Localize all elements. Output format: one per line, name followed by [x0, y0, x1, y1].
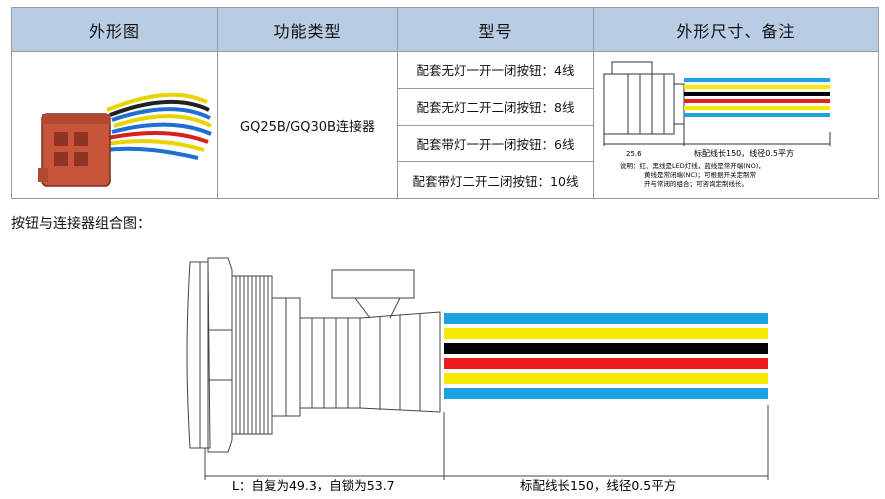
- model-10-wire: 配套带灯二开二闭按钮：10线: [397, 161, 594, 199]
- table-row: 配套无灯二开二闭按钮：8线: [12, 87, 879, 126]
- connector-photo: [38, 92, 212, 187]
- function-type-cell: GQ25B/GQ30B连接器: [217, 51, 398, 199]
- model-8-wire: 配套无灯二开二闭按钮：8线: [397, 87, 594, 126]
- combo-caption: 按钮与连接器组合图：: [11, 216, 151, 232]
- note-line-2: 黄线是常闭端(NC)；可根据开关定制常: [644, 170, 756, 179]
- note-line-3: 开与常闭的组合；可咨询定制线长。: [644, 179, 748, 188]
- connector-dimension-drawing: 25.6 标配线长150，线径0.5平方 说明：红、黑线是LED灯线，蓝线是常开…: [603, 61, 831, 188]
- dimension-width-label: 25.6: [626, 150, 642, 158]
- note-line-1: 说明：红、黑线是LED灯线，蓝线是常开端(NO)，: [620, 161, 765, 170]
- spec-table: 外形图 功能类型 型号 外形尺寸、备注: [11, 7, 879, 199]
- table-header-row: 外形图 功能类型 型号 外形尺寸、备注: [11, 7, 879, 52]
- model-6-wire: 配套带灯一开一闭按钮：6线: [397, 124, 594, 163]
- table-row: GQ25B/GQ30B连接器 配套无灯一开一闭按钮：4线: [11, 51, 879, 199]
- connector-photo-cell: [11, 51, 218, 199]
- dimension-note-cell: 25.6 标配线长150，线径0.5平方 说明：红、黑线是LED灯线，蓝线是常开…: [593, 51, 879, 199]
- combo-wires: [444, 313, 768, 399]
- dimension-cable-label: 标配线长150，线径0.5平方: [694, 148, 794, 158]
- table-row: 配套带灯二开二闭按钮：10线: [12, 161, 879, 199]
- combo-cable-label: 标配线长150，线径0.5平方: [520, 478, 676, 493]
- header-model: 型号: [397, 7, 594, 52]
- model-4-wire: 配套无灯一开一闭按钮：4线: [397, 51, 594, 89]
- header-dimensions: 外形尺寸、备注: [593, 7, 879, 52]
- header-appearance: 外形图: [11, 7, 218, 52]
- table-row: 配套带灯一开一闭按钮：6线: [12, 124, 879, 163]
- combo-length-label: L：自复为49.3，自锁为53.7: [232, 478, 395, 493]
